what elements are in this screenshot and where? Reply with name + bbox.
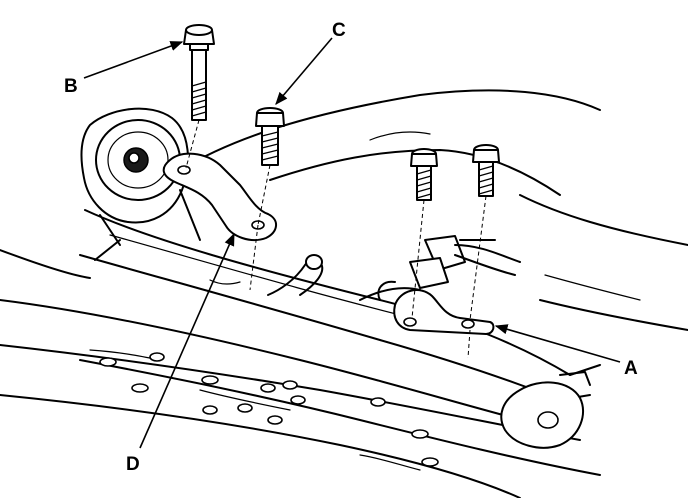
leader-c: [275, 37, 333, 105]
callout-b: B: [64, 76, 78, 97]
callout-d: D: [126, 454, 140, 475]
bolt-stabilizer-left: [410, 148, 438, 201]
engine-body-outline: [0, 89, 688, 331]
stabilizer-pipe: [267, 254, 421, 301]
engine-mount-bushing: [80, 107, 201, 246]
leader-a: [494, 324, 621, 363]
control-arm-end: [500, 371, 591, 449]
bolt-b: [183, 24, 215, 121]
wiring-connector: [409, 235, 521, 289]
leader-b: [83, 41, 184, 79]
front-subframe: [79, 209, 601, 401]
mount-bracket: [162, 152, 277, 242]
callout-a: A: [624, 358, 638, 379]
alignment-lines: [185, 119, 487, 359]
stabilizer-bracket: [377, 280, 495, 335]
callout-c: C: [332, 20, 346, 41]
leader-d: [139, 232, 235, 449]
bolt-stabilizer-right: [472, 144, 500, 197]
bolt-c: [255, 107, 285, 166]
